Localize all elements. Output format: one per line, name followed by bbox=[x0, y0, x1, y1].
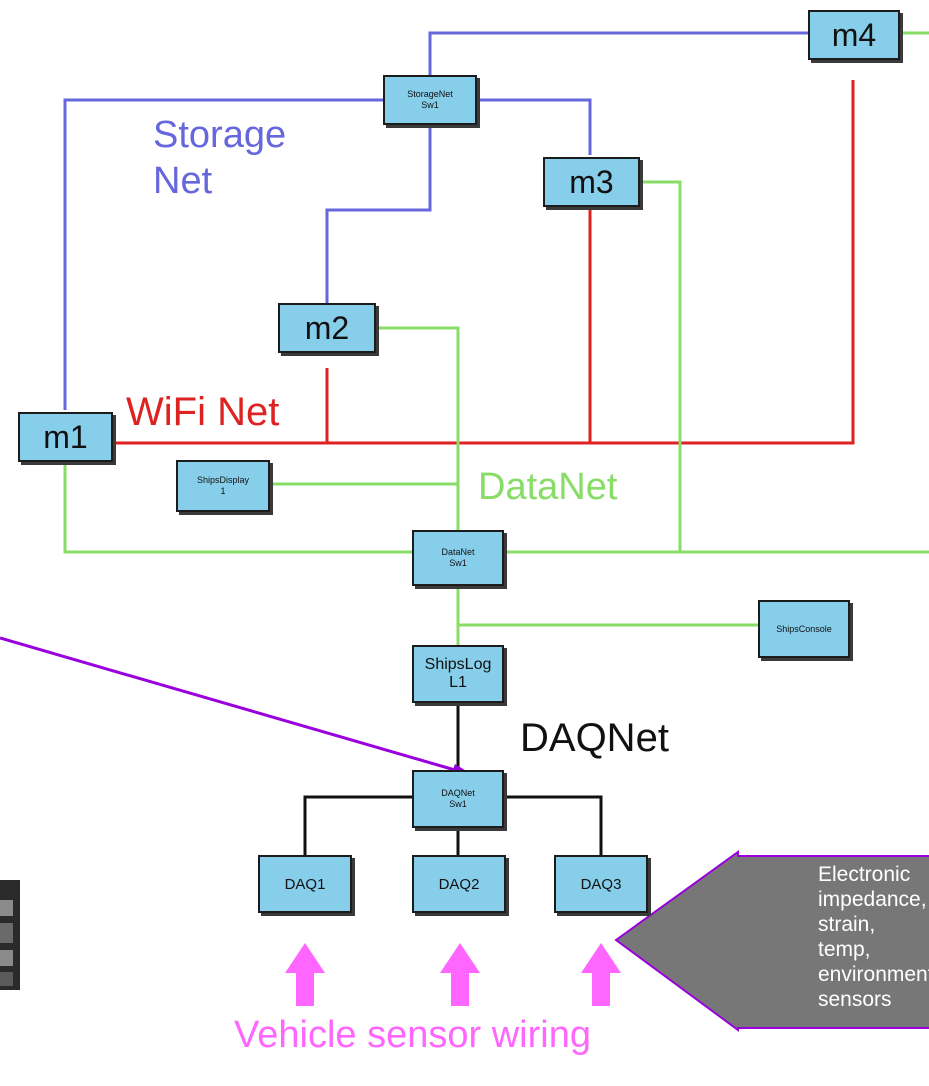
label-sensor-wiring: Vehicle sensor wiring bbox=[234, 1014, 591, 1056]
node-m1: m1 bbox=[18, 412, 113, 462]
daq-link-daq3 bbox=[504, 795, 603, 855]
sensor-arrow-3 bbox=[581, 943, 621, 1006]
node-daq3: DAQ3 bbox=[554, 855, 648, 913]
node-storage-switch: StorageNet Sw1 bbox=[383, 75, 477, 125]
label-storage-net: Storage Net bbox=[153, 114, 287, 202]
node-ships-display: ShipsDisplay 1 bbox=[176, 460, 270, 512]
node-m2: m2 bbox=[278, 303, 376, 353]
node-m3: m3 bbox=[543, 157, 640, 207]
data-link-m1 bbox=[63, 462, 412, 554]
node-daqnet-switch: DAQNet Sw1 bbox=[412, 770, 504, 828]
storage-link-m1 bbox=[63, 98, 385, 410]
data-link-m2 bbox=[376, 326, 460, 530]
callout-text: Electronic impedance, strain, temp, envi… bbox=[818, 863, 929, 1011]
sensor-arrow-2 bbox=[440, 943, 480, 1006]
daq-bus bbox=[303, 795, 412, 855]
node-m4: m4 bbox=[808, 10, 900, 60]
node-ships-log: ShipsLog L1 bbox=[412, 645, 504, 703]
device-icon bbox=[0, 880, 20, 990]
storage-link-m2 bbox=[325, 125, 432, 303]
node-datanet-switch: DataNet Sw1 bbox=[412, 530, 504, 586]
node-daq1: DAQ1 bbox=[258, 855, 352, 913]
wifi-backbone bbox=[113, 80, 855, 445]
storage-link-m3 bbox=[475, 98, 592, 155]
sensor-arrow-1 bbox=[285, 943, 325, 1006]
storage-link-m4 bbox=[428, 31, 808, 75]
node-ships-console: ShipsConsole bbox=[758, 600, 850, 658]
label-wifi-net: WiFi Net bbox=[126, 390, 280, 434]
node-daq2: DAQ2 bbox=[412, 855, 506, 913]
pointer-arrow-line bbox=[0, 636, 456, 772]
data-link-m3 bbox=[640, 180, 682, 552]
callout-arrow bbox=[614, 850, 929, 1032]
label-data-net: DataNet bbox=[478, 466, 618, 508]
label-daq-net: DAQNet bbox=[520, 716, 669, 760]
